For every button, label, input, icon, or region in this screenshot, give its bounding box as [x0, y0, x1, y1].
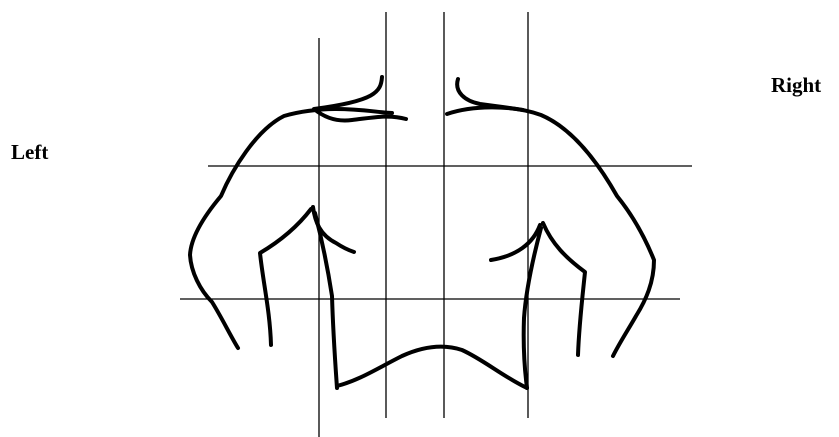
- left-inner-arm: [260, 209, 311, 345]
- grid: [180, 12, 692, 437]
- right-torso-side: [524, 228, 541, 388]
- left-torso-side: [315, 213, 337, 388]
- right-neck-fold: [457, 79, 523, 110]
- body-outline: [190, 77, 654, 388]
- right-inner-arm: [543, 223, 585, 355]
- right-outer-arm: [447, 107, 654, 356]
- lower-back-curve: [337, 347, 527, 388]
